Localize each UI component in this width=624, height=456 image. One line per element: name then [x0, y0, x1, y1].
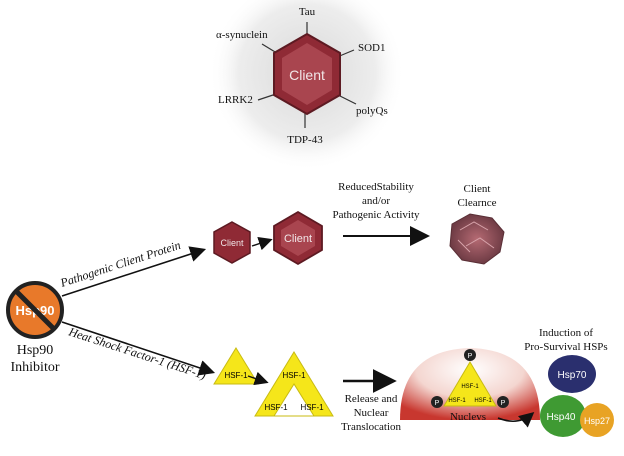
hsp27-blob	[580, 403, 614, 437]
translocation-label-line2: Nuclear	[354, 407, 389, 419]
inhibitor-label-line2: Inhibitor	[11, 360, 60, 375]
stability-label-line1: ReducedStability	[338, 181, 414, 193]
client-pathway: Pathogenic Client Protein Client Client …	[58, 181, 505, 297]
induction-label-line2: Pro-Survival HSPs	[524, 341, 607, 353]
client-lrrk2: LRRK2	[218, 94, 253, 106]
hsp40-label: Hsp40	[547, 412, 576, 423]
client-sod1: SOD1	[358, 42, 386, 54]
client-tau: Tau	[299, 6, 316, 18]
nuclear-hsf1-label-top: HSF-1	[461, 384, 479, 390]
phospho-right	[497, 396, 509, 408]
nuclear-hsf1-trimer	[443, 361, 497, 407]
hsf-pathway-label: Heat Shock Factor-1 (HSF-1)	[66, 324, 208, 382]
client-hexagon-large-inner	[281, 220, 315, 256]
hsp40-blob	[540, 395, 586, 437]
phospho-top	[464, 349, 476, 361]
hsf1-trimer: HSF-1 HSF-1 HSF-1	[254, 351, 334, 417]
client-polyqs: polyQs	[356, 105, 388, 117]
phospho-right-label: P	[501, 400, 506, 407]
client-hexagon-inner	[282, 43, 332, 105]
phospho-left	[431, 396, 443, 408]
hsf1-trimer-label-right: HSF-1	[300, 403, 324, 412]
stability-label-line2: and/or	[362, 195, 390, 207]
hsp27-label: Hsp27	[584, 416, 610, 426]
phospho-top-label: P	[468, 353, 473, 360]
stability-label-line3: Pathogenic Activity	[332, 209, 420, 221]
clearance-label-line2: Clearnce	[457, 197, 496, 209]
client-hexagon-large-label: Client	[284, 233, 312, 245]
client-pathway-label: Pathogenic Client Protein	[58, 238, 183, 290]
nucleus: HSF-1 HSF-1 HSF-1 P P P Nuclevs	[400, 348, 540, 423]
hsp-cluster: Hsp70 Hsp40 Hsp27	[540, 355, 614, 437]
hsf-pathway: Heat Shock Factor-1 (HSF-1) HSF-1 HSF-1 …	[61, 321, 614, 437]
prohibition-slash	[14, 289, 56, 331]
cleared-client-aggregate	[449, 213, 505, 265]
client-hexagon-small-label: Client	[220, 238, 244, 248]
translocation-label-line1: Release and	[345, 393, 398, 405]
client-alpha-synuclein: α-synuclein	[216, 29, 268, 41]
hsp70-blob	[548, 355, 596, 393]
hsf1-monomer-label: HSF-1	[224, 371, 248, 380]
hsp70-label: Hsp70	[558, 370, 587, 381]
nuclear-hsf1-label-left: HSF-1	[448, 398, 466, 404]
induction-arrow	[497, 412, 535, 428]
client-hub: Client Tau SOD1 polyQs TDP-43 LRRK2 α-sy…	[209, 0, 405, 171]
induction-label-line1: Induction of	[539, 327, 593, 339]
phospho-left-label: P	[435, 400, 440, 407]
hsp90-inhibitor: Hsp90 Hsp90 Inhibitor	[6, 281, 64, 375]
hub-center-label: Client	[289, 67, 325, 83]
nuclear-hsf1-label-right: HSF-1	[474, 398, 492, 404]
client-hexagon-small	[213, 221, 251, 264]
inhibitor-label-line1: Hsp90	[17, 343, 54, 358]
nucleus-label: Nuclevs	[450, 411, 486, 423]
hsf1-trimer-label-top: HSF-1	[282, 371, 306, 380]
hsf-monomer-to-trimer-arrow	[247, 371, 269, 386]
translocation-label-line3: Translocation	[341, 421, 402, 433]
client-tdp43: TDP-43	[287, 134, 323, 146]
client-pathway-arrow	[61, 246, 207, 297]
clearance-label-line1: Client	[464, 183, 491, 195]
client-small-to-large-arrow	[251, 236, 273, 251]
hsf1-monomer	[213, 347, 259, 385]
hsf-pathway-arrow	[61, 321, 216, 376]
hsf1-trimer-label-left: HSF-1	[264, 403, 288, 412]
